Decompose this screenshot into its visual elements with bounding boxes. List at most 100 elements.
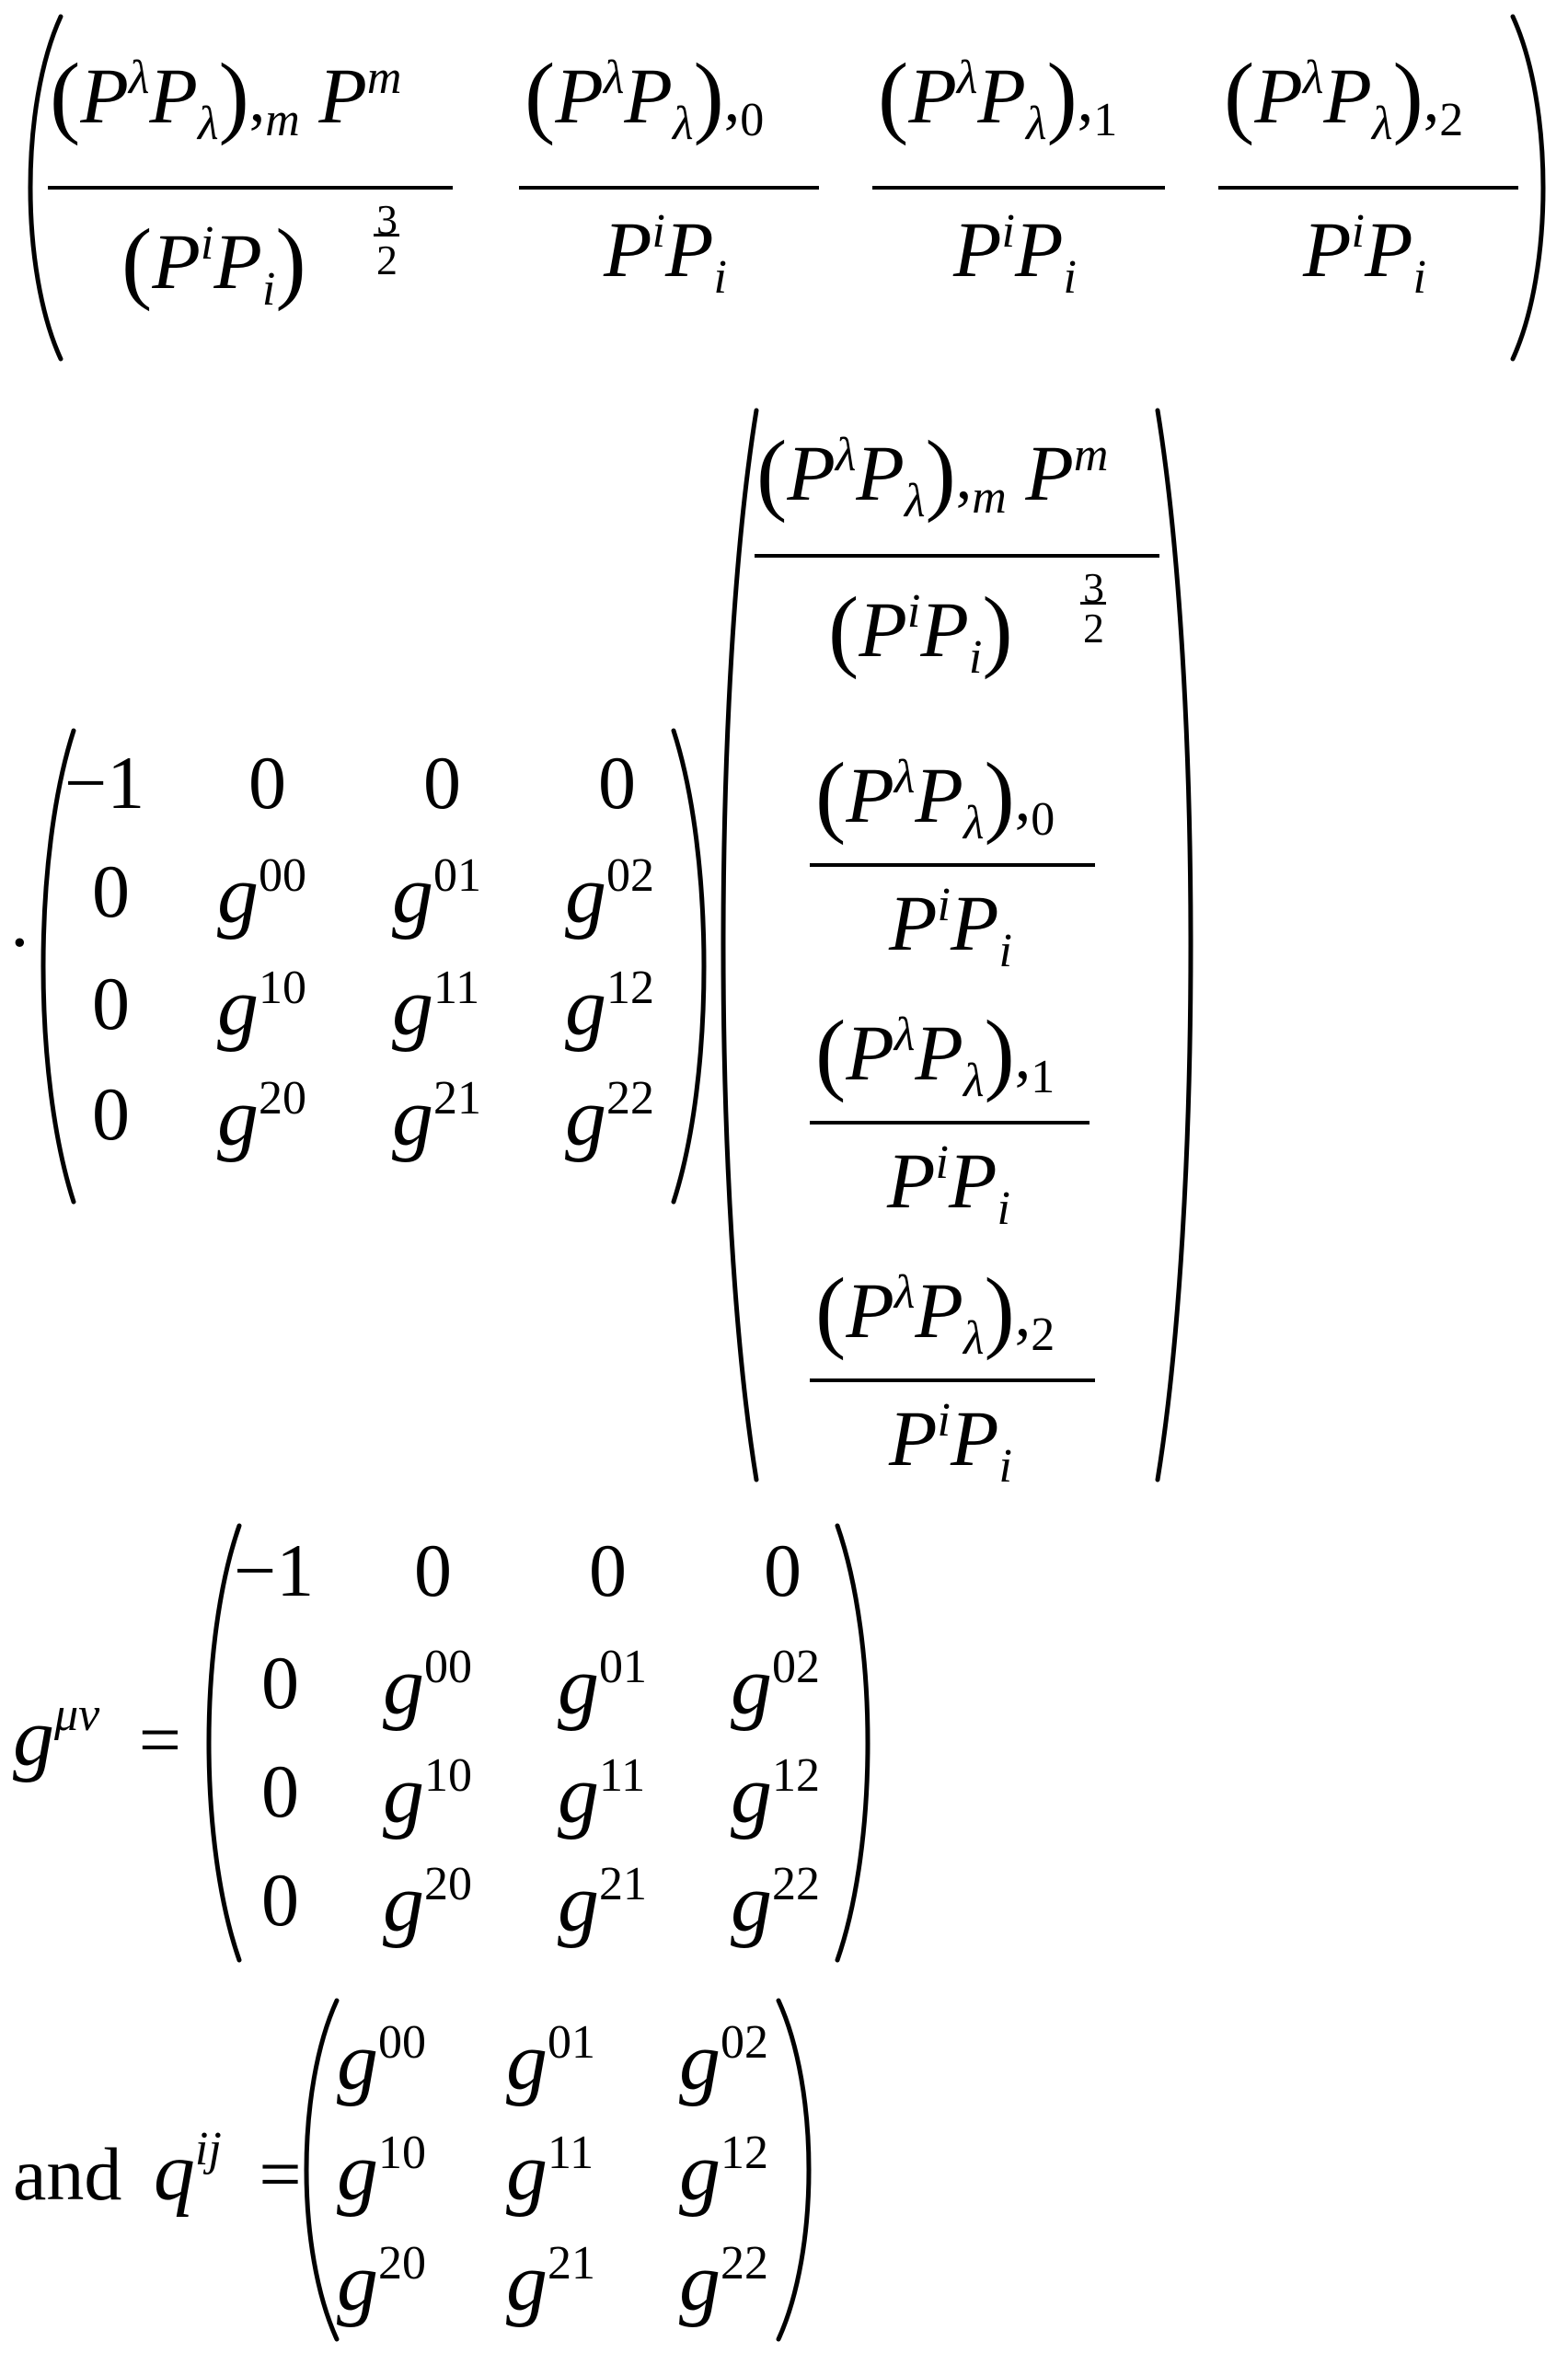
i-subscript: i: [713, 251, 727, 304]
g-symbol: g: [731, 1641, 772, 1732]
matrix1: −1 0 0 0 0 g00 g01 g02 0 g10 g11 g12 0 g…: [55, 736, 681, 1196]
g-symbol: g: [392, 962, 433, 1053]
comma: ,: [248, 64, 266, 135]
comma: ,: [1423, 64, 1440, 135]
i-superscript: i: [906, 585, 921, 638]
lambda-superscript: λ: [894, 1009, 916, 1061]
i-superscript: i: [935, 1136, 949, 1189]
g-symbol: g: [13, 1692, 54, 1783]
comma: ,: [1014, 1021, 1032, 1092]
q-ij-definition: and qij = g00 g01 g02 g10 g11 g12 g20 g2…: [0, 1988, 1568, 2347]
close-paren: ): [693, 44, 724, 146]
g-superscript: 00: [259, 849, 306, 902]
g-superscript: 22: [606, 1072, 654, 1125]
matrix2-left-paren: [206, 1523, 242, 1963]
g-symbol: g: [558, 1858, 599, 1949]
g-superscript: 10: [424, 1749, 472, 1802]
lambda-superscript: λ: [894, 751, 916, 803]
P-symbol: P: [856, 429, 905, 517]
g-superscript: 11: [433, 962, 480, 1014]
g-symbol: g: [337, 2127, 378, 2218]
exp-den: 2: [376, 236, 398, 283]
m2-r2-c1: g10: [383, 1752, 472, 1837]
close-paren: ): [982, 578, 1013, 680]
g-superscript: 11: [548, 2127, 594, 2179]
m1-r3-c0: 0: [92, 1072, 130, 1156]
col-el2-denominator: PiPi: [889, 882, 1012, 975]
m1-r2-c0: 0: [92, 962, 130, 1045]
P-symbol: P: [787, 429, 836, 517]
open-paren: (: [878, 44, 909, 146]
m3-r0-c0: g00: [337, 2019, 426, 2104]
g-symbol: g: [392, 849, 433, 940]
g-symbol: g: [383, 1641, 424, 1732]
m2-r1-c2: g01: [558, 1644, 647, 1728]
g-symbol: g: [558, 1641, 599, 1732]
g-superscript: 01: [433, 849, 481, 902]
equals-sign: =: [259, 2132, 302, 2216]
open-paren: (: [815, 1001, 847, 1103]
P-symbol: P: [915, 1009, 963, 1097]
lambda-superscript: λ: [128, 52, 150, 104]
P-symbol: P: [665, 205, 714, 294]
P-symbol: P: [920, 585, 969, 674]
exp-bar: [1080, 602, 1106, 605]
m2-r3-c1: g20: [383, 1861, 472, 1945]
exp-den: 2: [1083, 605, 1104, 652]
m2-r0-c0: −1: [234, 1528, 315, 1612]
comma: ,: [1014, 764, 1032, 835]
P-symbol: P: [1254, 52, 1303, 140]
lambda-subscript: λ: [963, 797, 985, 849]
m-superscript: m: [366, 52, 402, 104]
g-symbol: g: [506, 2127, 548, 2218]
m1-r2-c3: g12: [565, 964, 654, 1049]
m3-r2-c0: g20: [337, 2240, 426, 2324]
column-vector-element-3: (PλPλ),1 PiPi: [806, 994, 1119, 1251]
open-paren: (: [1224, 44, 1255, 146]
g-superscript: 00: [378, 2016, 426, 2069]
exp-num: 3: [376, 196, 398, 243]
row-el1-denominator: (PiPi): [121, 212, 306, 314]
column-vector-element-2: (PλPλ),0 PiPi: [806, 736, 1119, 994]
close-paren: ): [1046, 44, 1078, 146]
g-superscript: 10: [378, 2127, 426, 2179]
q-symbol: q: [153, 2127, 195, 2218]
row-vector-element-3: (PλPλ),1 PiPi: [869, 37, 1172, 313]
fraction-bar: [810, 1121, 1090, 1125]
two-subscript: 2: [1439, 94, 1464, 146]
m3-r0-c1: g01: [506, 2019, 595, 2104]
m2-r0-c3: 0: [764, 1528, 801, 1612]
i-superscript: i: [1351, 205, 1365, 258]
fraction-bar: [810, 1378, 1095, 1382]
m2-r3-c2: g21: [558, 1861, 647, 1945]
open-paren: (: [121, 210, 153, 312]
open-paren: (: [50, 44, 81, 146]
fraction-bar: [755, 554, 1159, 558]
P-symbol: P: [318, 52, 367, 140]
row-el3-numerator: (PλPλ),1: [878, 46, 1117, 148]
close-paren: ): [984, 744, 1015, 846]
m1-r0-c0: −1: [64, 741, 145, 825]
m2-r1-c0: 0: [261, 1641, 299, 1724]
lambda-subscript: λ: [963, 1055, 985, 1107]
middle-product: · −1 0 0 0 0 g00 g01 g02 0 g10 g11 g12 0…: [0, 386, 1568, 1491]
row-el4-denominator: PiPi: [1303, 208, 1426, 302]
lambda-superscript: λ: [956, 52, 978, 104]
matrix1-left-paren: [40, 728, 76, 1205]
matrix3-left-paren: [304, 1998, 340, 2342]
open-paren: (: [525, 44, 556, 146]
fraction-bar: [810, 863, 1095, 867]
P-symbol: P: [859, 585, 907, 674]
close-paren: ): [984, 1259, 1015, 1361]
g-symbol: g: [565, 1072, 606, 1163]
equals-sign: =: [138, 1698, 181, 1782]
P-symbol: P: [1303, 205, 1352, 294]
P-symbol: P: [149, 52, 198, 140]
mu-nu-superscript: μν: [54, 1689, 100, 1741]
g-mu-nu-definition: gμν = −1 0 0 0 0 g00 g01 g02 0 g10 g11 g…: [0, 1509, 1568, 1969]
m2-r2-c0: 0: [261, 1749, 299, 1833]
exponent-fraction: 3 2: [1080, 563, 1108, 652]
lambda-superscript: λ: [835, 429, 857, 481]
lambda-superscript: λ: [1302, 52, 1324, 104]
col-el1-denominator: (PiPi): [828, 580, 1013, 682]
